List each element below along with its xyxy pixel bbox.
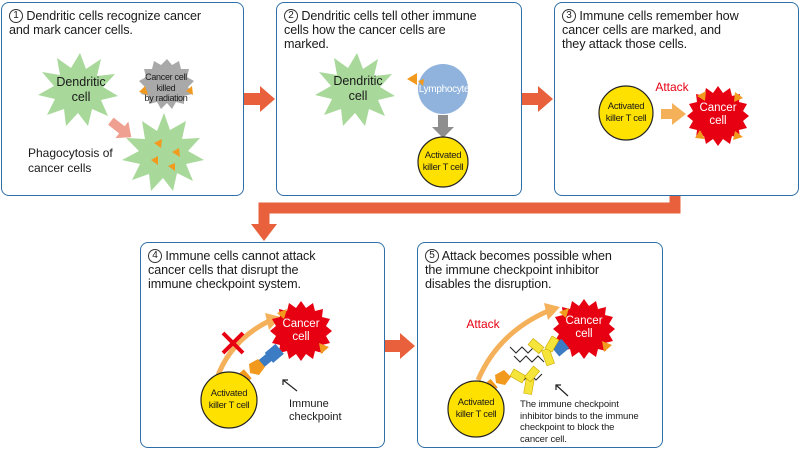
panel-4: 4 Immune cells cannot attack cancer cell…: [140, 242, 385, 448]
attack-arc: [475, 308, 550, 381]
panel-3-title: 3 Immune cells remember how cancer cells…: [562, 9, 792, 51]
attack-label: Attack: [466, 317, 500, 331]
inhibitor-pointer: [555, 384, 569, 397]
killed-cancer-cell-shape: [139, 59, 194, 109]
title-line: disables the disruption.: [425, 277, 552, 291]
inhibitor-note: The immune checkpoint inhibitor binds to…: [520, 399, 639, 445]
phagocytosis-label: Phagocytosis of cancer cells: [28, 146, 113, 175]
engulf-arrow: [108, 117, 132, 139]
cancer-cell-label: Cancer cell: [699, 102, 737, 127]
panel-2-illustration: [315, 53, 469, 188]
attack-label: Attack: [655, 80, 689, 94]
title-line: immune checkpoint system.: [148, 277, 301, 291]
inhibitor-antibody-upper: [527, 335, 560, 367]
flow-arrow-4-5: [384, 333, 415, 359]
inhibitor-antibody-lower: [509, 365, 540, 395]
title-line: the immune checkpoint inhibitor: [425, 263, 600, 277]
panel-2-title: 2 Dendritic cells tell other immune cell…: [284, 9, 515, 51]
panel-5-illustration: [447, 299, 615, 438]
dendritic-cell-label: Dendritic cell: [56, 75, 106, 104]
title-line: cells how the cancer cells are: [284, 23, 446, 37]
lymphocyte-shape: [418, 64, 468, 114]
panel-3: 3 Immune cells remember how cancer cells…: [554, 2, 799, 196]
panel-1-title: 1 Dendritic cells recognize cancer and m…: [9, 9, 237, 37]
dendritic-cell-label: Dendritic cell: [333, 74, 383, 103]
title-line: Immune cells cannot attack: [165, 249, 316, 263]
killer-t-cell-shape: [598, 85, 654, 141]
cancer-cell-shape: [270, 301, 332, 361]
panel-5-title: 5 Attack becomes possible when the immun…: [425, 249, 656, 291]
killer-t-cell-label: Activated killer T cell: [605, 101, 647, 124]
title-line: and mark cancer cells.: [9, 23, 133, 37]
flow-arrow-1-2: [244, 86, 275, 112]
title-line: they attack those cells.: [562, 37, 688, 51]
dendritic-cell-shape: [38, 53, 118, 126]
killer-t-cell-label: Activated killer T cell: [422, 150, 464, 173]
killer-t-cell-shape: [200, 371, 258, 429]
attack-arrow: [661, 103, 686, 125]
title-line: cancer cells are marked, and: [562, 23, 721, 37]
panel-1: 1 Dendritic cells recognize cancer and m…: [1, 2, 244, 196]
immune-checkpoint-label: Immune checkpoint: [289, 398, 342, 423]
cancer-cell-shape: [553, 299, 615, 359]
lymphocyte-label: Lymphocyte: [418, 84, 470, 95]
panel-3-illustration: [598, 85, 749, 146]
killer-t-cell-label: Activated killer T cell: [208, 388, 250, 411]
killer-t-cell-shape: [447, 380, 505, 438]
dendritic-cell-phagocytosis-shape: [122, 113, 204, 191]
checkpoint-pointer: [282, 379, 298, 392]
cancer-cell-shape: [687, 86, 749, 146]
killer-t-cell-shape: [417, 136, 469, 188]
panel-2: 2 Dendritic cells tell other immune cell…: [276, 2, 522, 196]
panel-1-illustration: [38, 53, 204, 191]
title-line: Attack becomes possible when: [441, 249, 612, 263]
panel-5: 5 Attack becomes possible when the immun…: [417, 242, 663, 448]
flow-arrow-3-4: [251, 194, 681, 241]
panel-4-title: 4 Immune cells cannot attack cancer cell…: [148, 249, 378, 291]
grey-arrow: [432, 115, 454, 138]
title-line: Dendritic cells recognize cancer: [26, 9, 201, 23]
flow-arrow-2-3: [522, 86, 553, 112]
cancer-cell-label: Cancer cell: [565, 315, 603, 340]
cross-mark: [221, 331, 245, 355]
title-line: Immune cells remember how: [579, 9, 739, 23]
title-line: marked.: [284, 37, 329, 51]
dendritic-cell-shape: [315, 53, 395, 126]
title-line: Dendritic cells tell other immune: [301, 9, 477, 23]
title-line: cancer cells that disrupt the: [148, 263, 299, 277]
killed-cancer-cell-label: Cancer cell killed by radiation: [144, 72, 188, 103]
killer-t-cell-label: Activated killer T cell: [455, 397, 497, 420]
cancer-cell-label: Cancer cell: [282, 318, 320, 343]
panel-4-illustration: [200, 301, 332, 429]
